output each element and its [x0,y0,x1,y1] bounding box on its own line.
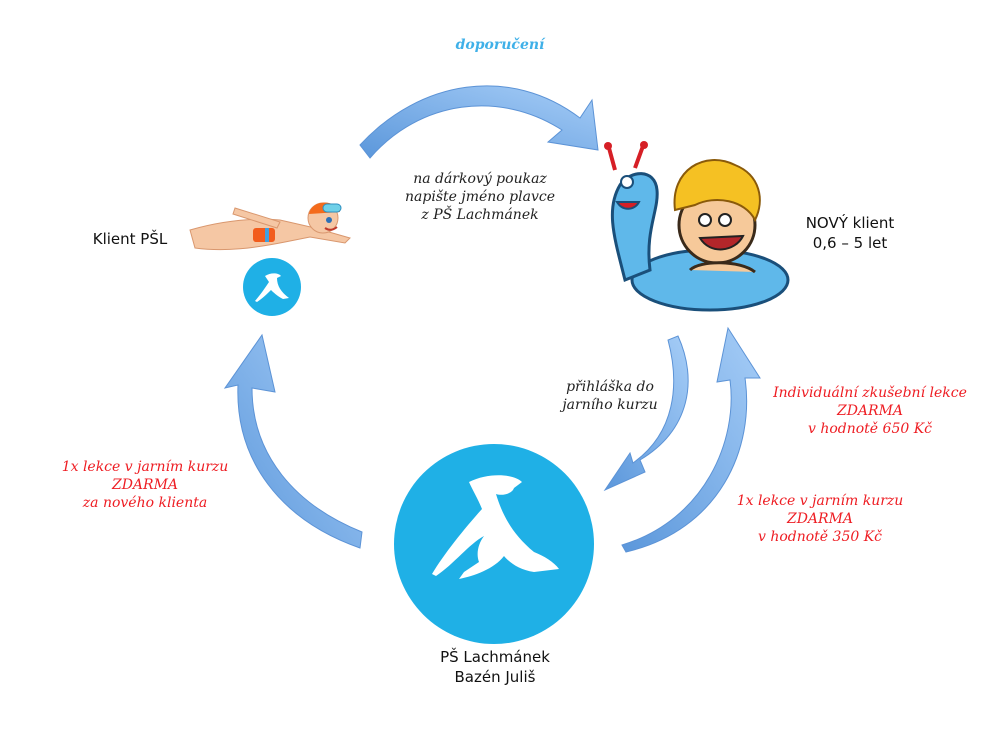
new-client-reward-line1: 1x lekce v jarním kurzu [736,493,904,509]
school-name: PŠ Lachmánek [440,648,550,666]
trial-lesson-label: Individuální zkušební lekce ZDARMA v hod… [760,384,980,439]
school-seal-logo [394,444,594,644]
application-label: přihláška do jarního kurzu [550,378,670,414]
referrer-reward-line3: za nového klienta [82,495,208,512]
reward-arrow [621,326,761,553]
new-client-title: NOVÝ klient [805,214,895,232]
new-client-age: 0,6 – 5 let [812,233,888,252]
child-in-ring-icon [604,141,790,312]
referral-label: doporučení [455,37,545,53]
school-pool: Bazén Juliš [454,667,536,686]
client-psl-label: Klient PŠL [92,230,168,248]
seal-icon [255,273,289,302]
trial-lesson-line2: ZDARMA [836,403,904,420]
new-client-label: NOVÝ klient 0,6 – 5 let [800,214,900,253]
referrer-reward-label: 1x lekce v jarním kurzu ZDARMA za nového… [45,458,245,513]
new-client-reward-label: 1x lekce v jarním kurzu ZDARMA v hodnotě… [720,492,920,547]
application-arrow [603,335,689,492]
reward-return-arrow [223,333,363,549]
swimmer-icon [189,202,351,251]
voucher-note-line3: z PŠ Lachmánek [421,207,539,224]
new-client-reward-line3: v hodnotě 350 Kč [757,529,883,546]
school-label: PŠ Lachmánek Bazén Juliš [420,648,570,687]
referrer-reward-line1: 1x lekce v jarním kurzu [61,459,229,475]
application-line1: přihláška do [566,379,654,395]
referrer-reward-line2: ZDARMA [111,477,179,494]
voucher-note: na dárkový poukaz napište jméno plavce z… [380,170,580,225]
new-client-reward-line2: ZDARMA [786,511,854,528]
trial-lesson-line3: v hodnotě 650 Kč [807,421,933,438]
seal-icon [432,475,559,579]
small-seal-logo [243,258,301,316]
voucher-note-line1: na dárkový poukaz [413,171,547,187]
referral-arrow [359,85,599,159]
voucher-note-line2: napište jméno plavce [405,189,555,206]
application-line2: jarního kurzu [562,397,658,414]
trial-lesson-line1: Individuální zkušební lekce [773,385,967,401]
